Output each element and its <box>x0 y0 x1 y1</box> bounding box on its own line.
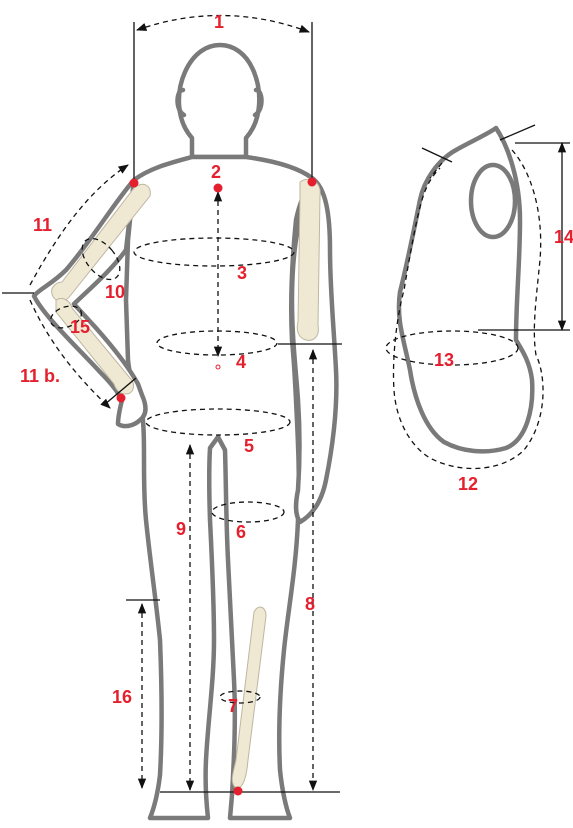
point-shoulder-left <box>130 179 139 188</box>
point-neck <box>214 184 223 193</box>
label-11b: 11 b. <box>20 366 60 386</box>
forearm-bone-left <box>56 298 133 394</box>
head-outline <box>179 45 259 157</box>
label-6: 6 <box>236 522 246 542</box>
label-2: 2 <box>211 162 221 182</box>
label-9: 9 <box>176 519 186 539</box>
point-shoulder-right <box>308 178 317 187</box>
label-4: 4 <box>236 352 246 372</box>
label-5: 5 <box>244 436 254 456</box>
label-16: 16 <box>112 687 132 707</box>
label-8: 8 <box>305 594 315 614</box>
label-3: 3 <box>237 263 247 283</box>
label-13: 13 <box>434 350 454 370</box>
side-figure <box>386 125 570 468</box>
label-14: 14 <box>554 227 573 247</box>
side-top-guide <box>500 125 535 140</box>
label-11: 11 <box>33 215 52 235</box>
torso-legs-outline <box>126 157 312 818</box>
label-1: 1 <box>214 12 224 32</box>
side-torso-outline <box>399 128 532 451</box>
upper-arm-bone-right <box>297 179 320 340</box>
label-15: 15 <box>70 317 90 337</box>
point-ankle <box>234 787 243 796</box>
front-figure <box>2 15 342 818</box>
label-12: 12 <box>458 474 478 494</box>
label-7: 7 <box>228 696 238 716</box>
label-10: 10 <box>105 282 125 302</box>
point-wrist <box>117 394 126 403</box>
